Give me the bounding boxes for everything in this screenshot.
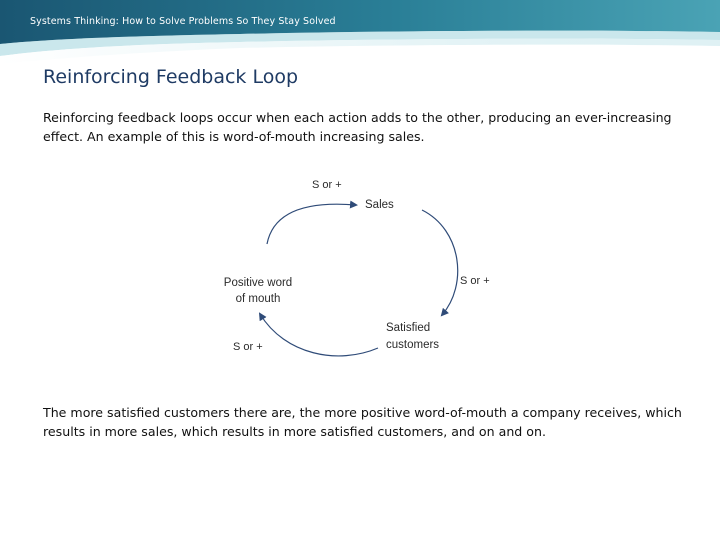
node-satisfied-line1: Satisfied <box>386 322 430 334</box>
arrow-sales-to-satisfied <box>421 209 459 317</box>
arrow-word-to-sales <box>266 200 358 245</box>
arrow-satisfied-to-word <box>258 312 379 357</box>
polarity-sales-to-satisfied: S or + <box>460 275 490 287</box>
header-wave-graphic <box>0 0 720 64</box>
feedback-loop-diagram: Sales Satisfied customers Positive word … <box>200 170 520 370</box>
header-band <box>0 0 720 64</box>
deck-title: Systems Thinking: How to Solve Problems … <box>30 16 336 27</box>
node-word-line1: Positive word <box>224 277 292 289</box>
polarity-satisfied-to-word: S or + <box>233 341 263 353</box>
node-satisfied-line2: customers <box>386 339 439 351</box>
slide-title: Reinforcing Feedback Loop <box>43 66 299 88</box>
feedback-loop-svg: Sales Satisfied customers Positive word … <box>224 179 490 357</box>
node-word-line2: of mouth <box>236 293 281 305</box>
node-sales: Sales <box>365 199 394 211</box>
intro-paragraph: Reinforcing feedback loops occur when ea… <box>43 110 672 144</box>
polarity-word-to-sales: S or + <box>312 179 342 191</box>
outro-paragraph: The more satisfied customers there are, … <box>43 405 682 439</box>
